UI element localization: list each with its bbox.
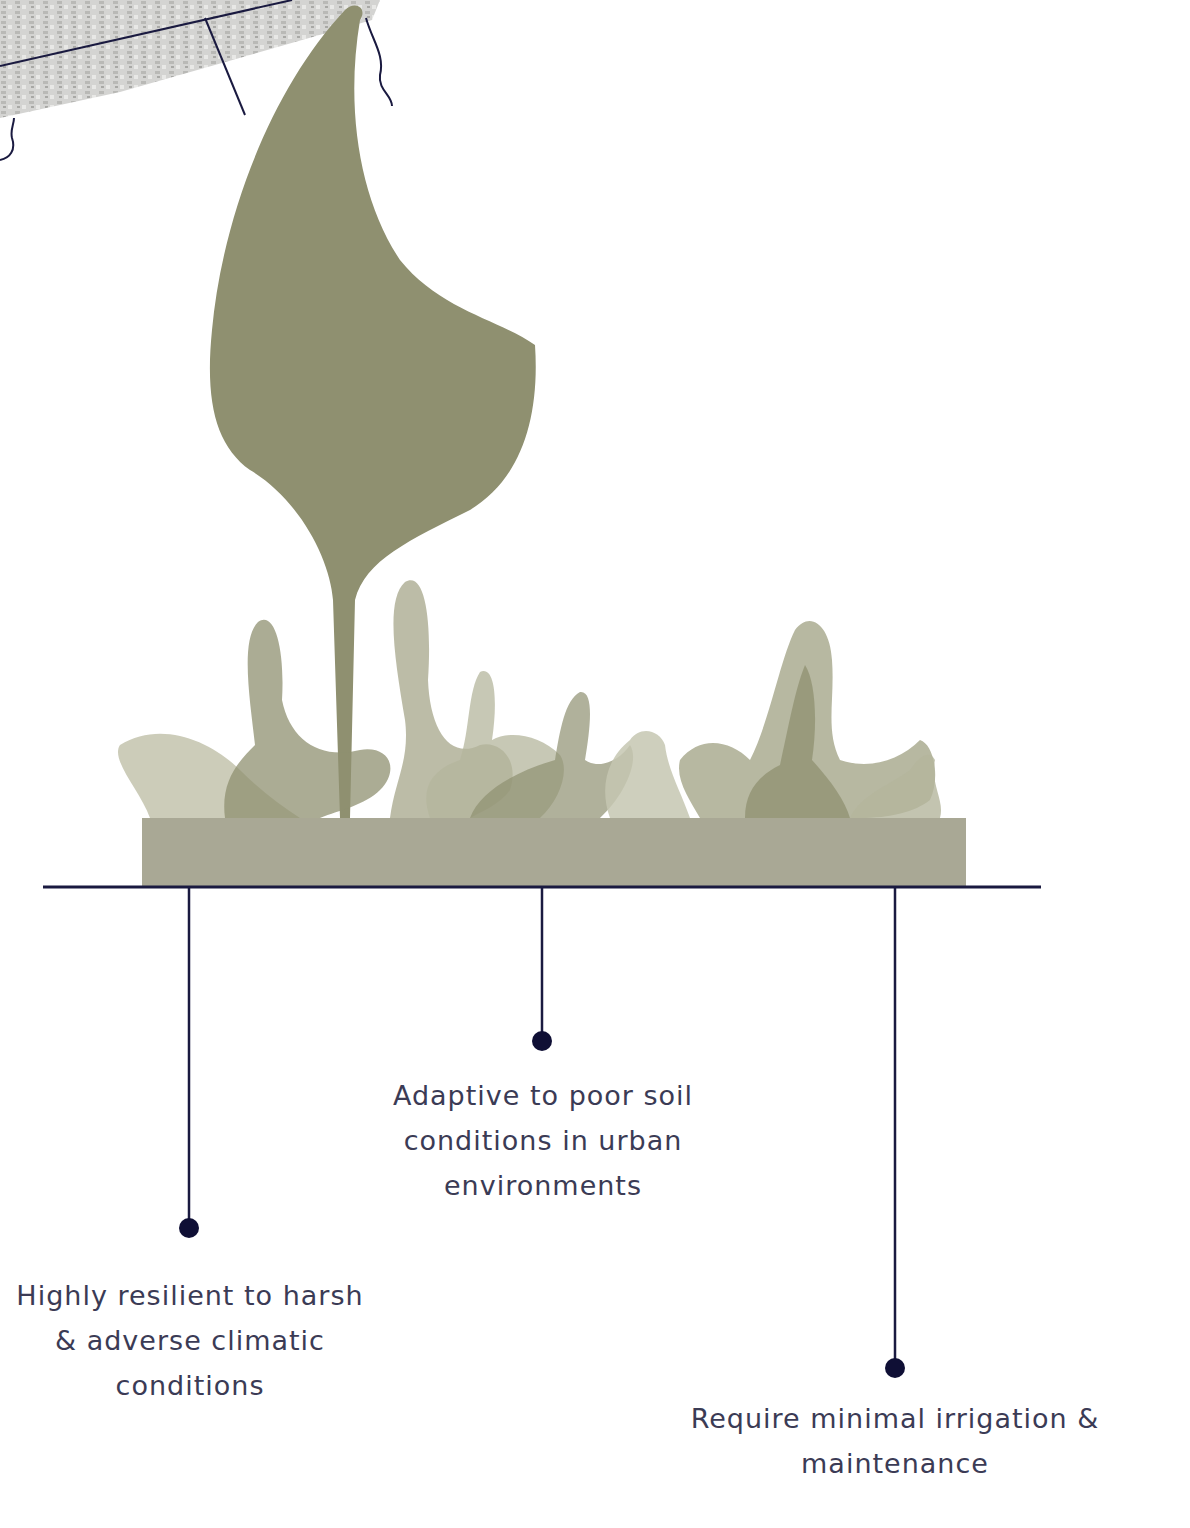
leader-dot xyxy=(885,1358,905,1378)
leader-line xyxy=(366,18,392,106)
label-slot: Highly resilient to harsh & adverse clim… xyxy=(10,1273,370,1408)
callout-text: Adaptive to poor soil conditions in urba… xyxy=(333,1073,753,1208)
leader-line xyxy=(0,118,14,160)
leader-line xyxy=(188,887,191,1228)
leader-line xyxy=(541,887,544,1041)
leader-line xyxy=(894,887,897,1368)
leader-dot xyxy=(179,1218,199,1238)
label-slot: Require minimal irrigation & maintenance xyxy=(645,1396,1145,1486)
callout-text: Require minimal irrigation & maintenance xyxy=(645,1396,1145,1486)
leader-dot xyxy=(532,1031,552,1051)
label-slot: Adaptive to poor soil conditions in urba… xyxy=(333,1073,753,1208)
callout-text: Highly resilient to harsh & adverse clim… xyxy=(10,1273,370,1408)
planter-base xyxy=(142,818,966,887)
map-road-line xyxy=(0,0,292,66)
leader-line xyxy=(205,18,245,115)
ground-plants xyxy=(118,580,941,818)
